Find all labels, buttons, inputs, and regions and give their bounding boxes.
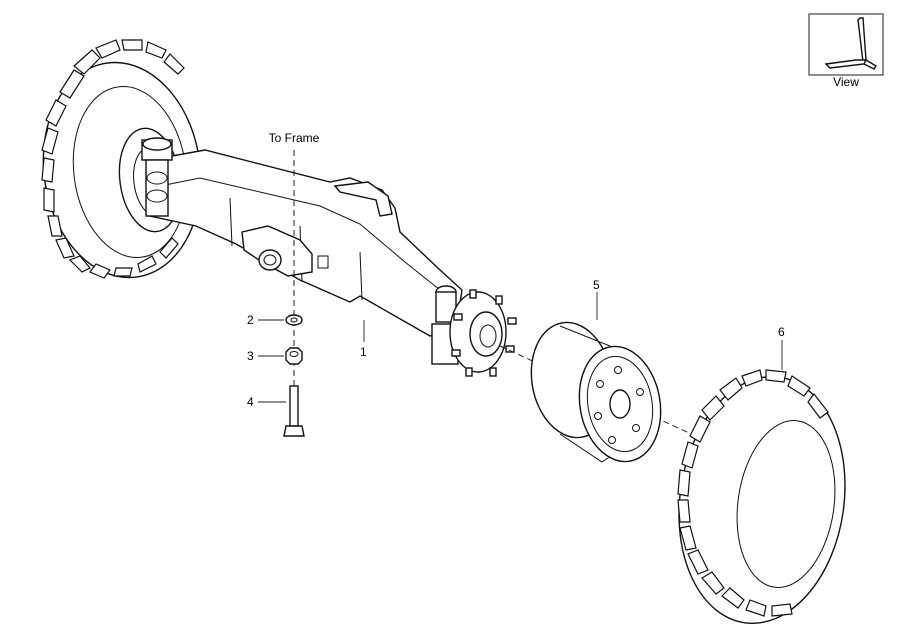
rim-bolt-holes <box>594 366 644 444</box>
callout-6-number: 6 <box>778 325 785 339</box>
to-frame-label: To Frame <box>269 131 320 145</box>
axle-beam <box>141 137 517 377</box>
view-inset: View <box>808 13 884 89</box>
tire-tread <box>677 369 829 617</box>
fork-icon <box>824 17 877 70</box>
callout-1-number: 1 <box>360 345 367 359</box>
callout-5: 5 <box>593 278 600 320</box>
callout-5-number: 5 <box>593 278 600 292</box>
left-tire-tread <box>41 39 185 279</box>
callout-2-number: 2 <box>247 313 254 327</box>
callout-1: 1 <box>360 320 367 359</box>
callout-4-number: 4 <box>247 395 254 409</box>
callout-3-number: 3 <box>247 349 254 363</box>
tire <box>677 369 846 625</box>
mounting-bore <box>258 249 282 271</box>
callout-3: 3 <box>247 349 284 363</box>
washer <box>285 314 303 326</box>
view-caption: View <box>833 75 859 89</box>
callout-6: 6 <box>778 325 785 370</box>
wheel-studs <box>451 289 517 377</box>
callout-2: 2 <box>247 313 284 327</box>
bolt <box>283 385 305 437</box>
callout-4: 4 <box>247 395 286 409</box>
wheel-rim <box>530 321 662 463</box>
nut <box>285 347 303 365</box>
